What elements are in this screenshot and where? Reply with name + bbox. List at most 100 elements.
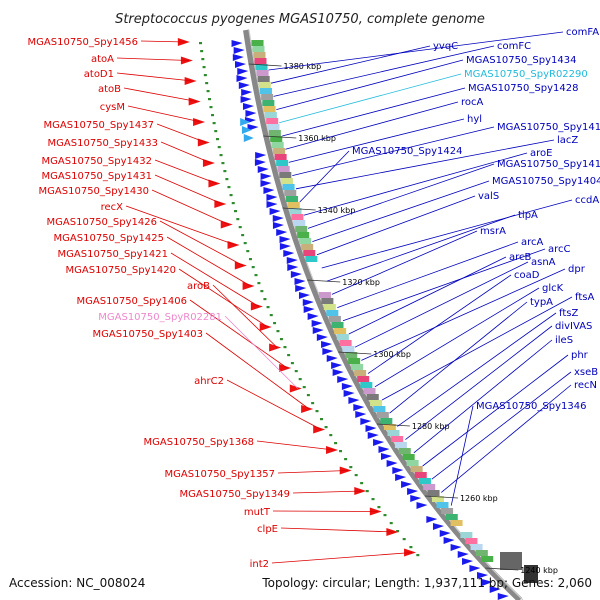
gene-block xyxy=(328,316,341,322)
track-dot xyxy=(294,370,298,373)
cds-forward-arrow xyxy=(237,68,249,75)
gene-label[interactable]: MGAS10750_Spy1456 xyxy=(28,37,138,48)
gene-label[interactable]: asnA xyxy=(531,257,556,268)
gene-label[interactable]: msrA xyxy=(480,226,506,237)
gene-label[interactable]: phr xyxy=(571,350,589,361)
gene-label[interactable]: valS xyxy=(478,191,499,202)
gene-label[interactable]: ftsZ xyxy=(559,308,578,319)
scale-tick-line xyxy=(263,135,297,139)
cds-forward-arrow xyxy=(312,327,324,334)
gene-label[interactable]: mutT xyxy=(244,507,271,518)
gene-label[interactable]: yvqC xyxy=(433,41,458,52)
gene-block xyxy=(286,196,299,202)
cds-forward-arrow xyxy=(481,579,493,586)
gene-label[interactable]: atoD1 xyxy=(84,69,114,80)
gene-label[interactable]: dpr xyxy=(568,264,586,275)
leader-line xyxy=(123,87,197,102)
gene-label[interactable]: MGAS10750_Spy1437 xyxy=(44,120,154,131)
track-dot xyxy=(266,306,270,309)
leader-line xyxy=(116,72,193,82)
gene-block xyxy=(348,358,361,364)
track-dot xyxy=(334,442,338,445)
gene-label[interactable]: tlpA xyxy=(518,210,538,221)
gene-label[interactable]: MGAS10750_SpyR02290 xyxy=(464,69,588,80)
leader-line xyxy=(189,299,288,369)
gene-block xyxy=(287,202,300,208)
gene-label[interactable]: comFC xyxy=(497,41,531,52)
gene-label[interactable]: arcB xyxy=(509,252,532,263)
gene-label[interactable]: MGAS10750_Spy1433 xyxy=(48,138,158,149)
gene-label[interactable]: MGAS10750_Spy1368 xyxy=(144,437,254,448)
gene-label[interactable]: ccdA xyxy=(575,195,599,206)
gene-label[interactable]: coaD xyxy=(514,270,540,281)
gene-label[interactable]: MGAS10750_Spy1420 xyxy=(66,265,176,276)
gene-label[interactable]: MGAS10750_Spy1425 xyxy=(54,233,164,244)
gene-block xyxy=(257,76,270,82)
track-dot xyxy=(200,50,204,53)
gene-label[interactable]: MGAS10750_Spy1426 xyxy=(47,217,157,228)
gene-label[interactable]: MGAS10750_Spy1406 xyxy=(77,296,187,307)
gene-block xyxy=(254,58,267,64)
cds-forward-arrow xyxy=(326,355,338,362)
gene-label[interactable]: recN xyxy=(574,380,597,391)
gene-block xyxy=(373,406,386,412)
gene-label[interactable]: MGAS10750_Spy1411 xyxy=(497,159,600,170)
cds-forward-arrow xyxy=(401,481,413,488)
gene-label[interactable]: MGAS10750_Spy1421 xyxy=(58,249,168,260)
gene-label[interactable]: MGAS10750_Spy1404 xyxy=(492,176,600,187)
gene-label[interactable]: arcA xyxy=(521,237,544,248)
gene-label[interactable]: MGAS10750_SpyR02281 xyxy=(98,312,222,323)
gene-label[interactable]: arcC xyxy=(548,244,571,255)
gene-label[interactable]: recX xyxy=(101,202,124,213)
gene-label[interactable]: int2 xyxy=(250,559,269,570)
gene-block xyxy=(273,148,286,154)
gene-label[interactable]: atoB xyxy=(98,84,121,95)
gene-label[interactable]: MGAS10750_Spy1430 xyxy=(39,186,149,197)
gene-label[interactable]: MGAS10750_Spy1357 xyxy=(165,469,275,480)
gene-label[interactable]: ftsA xyxy=(575,292,594,303)
gene-label[interactable]: aroE xyxy=(530,148,552,159)
gene-label[interactable]: MGAS10750_Spy1428 xyxy=(468,83,578,94)
gene-label[interactable]: rocA xyxy=(461,97,484,108)
scale-tick-label: 1300 kbp xyxy=(373,350,411,359)
topology-text: Topology: circular; Length: 1,937,111 bp… xyxy=(261,576,592,590)
gene-block xyxy=(276,160,289,166)
gene-label[interactable]: MGAS10750_Spy1432 xyxy=(42,156,152,167)
leader-line xyxy=(450,405,474,506)
gene-label[interactable]: MGAS10750_Spy1434 xyxy=(466,55,576,66)
gene-label[interactable]: aroB xyxy=(187,281,210,292)
gene-block xyxy=(380,418,393,424)
gene-label[interactable]: glcK xyxy=(542,283,564,294)
cds-forward-arrow xyxy=(426,516,438,523)
gene-label[interactable]: MGAS10750_Spy1349 xyxy=(180,489,290,500)
gene-label[interactable]: MGAS10750_Spy1403 xyxy=(93,329,203,340)
gene-label[interactable]: lacZ xyxy=(557,135,578,146)
gene-label[interactable]: divIVAS xyxy=(555,321,592,332)
gene-label[interactable]: MGAS10750_Spy1424 xyxy=(352,146,462,157)
leader-line xyxy=(151,189,229,225)
track-dot xyxy=(365,490,369,493)
gene-label[interactable]: MGAS10750_Spy1419 xyxy=(497,122,600,133)
gene-label[interactable]: cysM xyxy=(100,102,125,113)
gene-label[interactable]: ahrC2 xyxy=(194,376,224,387)
track-dot xyxy=(287,354,291,357)
cds-forward-arrow xyxy=(395,474,407,481)
track-dot xyxy=(302,386,306,389)
gene-label[interactable]: MGAS10750_Spy1346 xyxy=(476,401,586,412)
gene-label[interactable]: atoA xyxy=(91,54,114,65)
cds-forward-arrow xyxy=(462,558,474,565)
leader-line xyxy=(331,230,478,295)
gene-label[interactable]: ileS xyxy=(555,335,573,346)
leader-line xyxy=(154,174,223,205)
gene-label[interactable]: xseB xyxy=(574,367,598,378)
gene-label[interactable]: clpE xyxy=(257,524,278,535)
gene-label[interactable]: comFA xyxy=(566,27,599,38)
track-dot xyxy=(396,530,400,533)
gene-label[interactable]: typA xyxy=(530,297,553,308)
leader-line xyxy=(277,470,348,474)
gene-block xyxy=(475,550,488,556)
cds-forward-arrow xyxy=(416,502,428,509)
gene-label[interactable]: hyl xyxy=(467,114,482,125)
gene-label[interactable]: MGAS10750_Spy1431 xyxy=(42,171,152,182)
